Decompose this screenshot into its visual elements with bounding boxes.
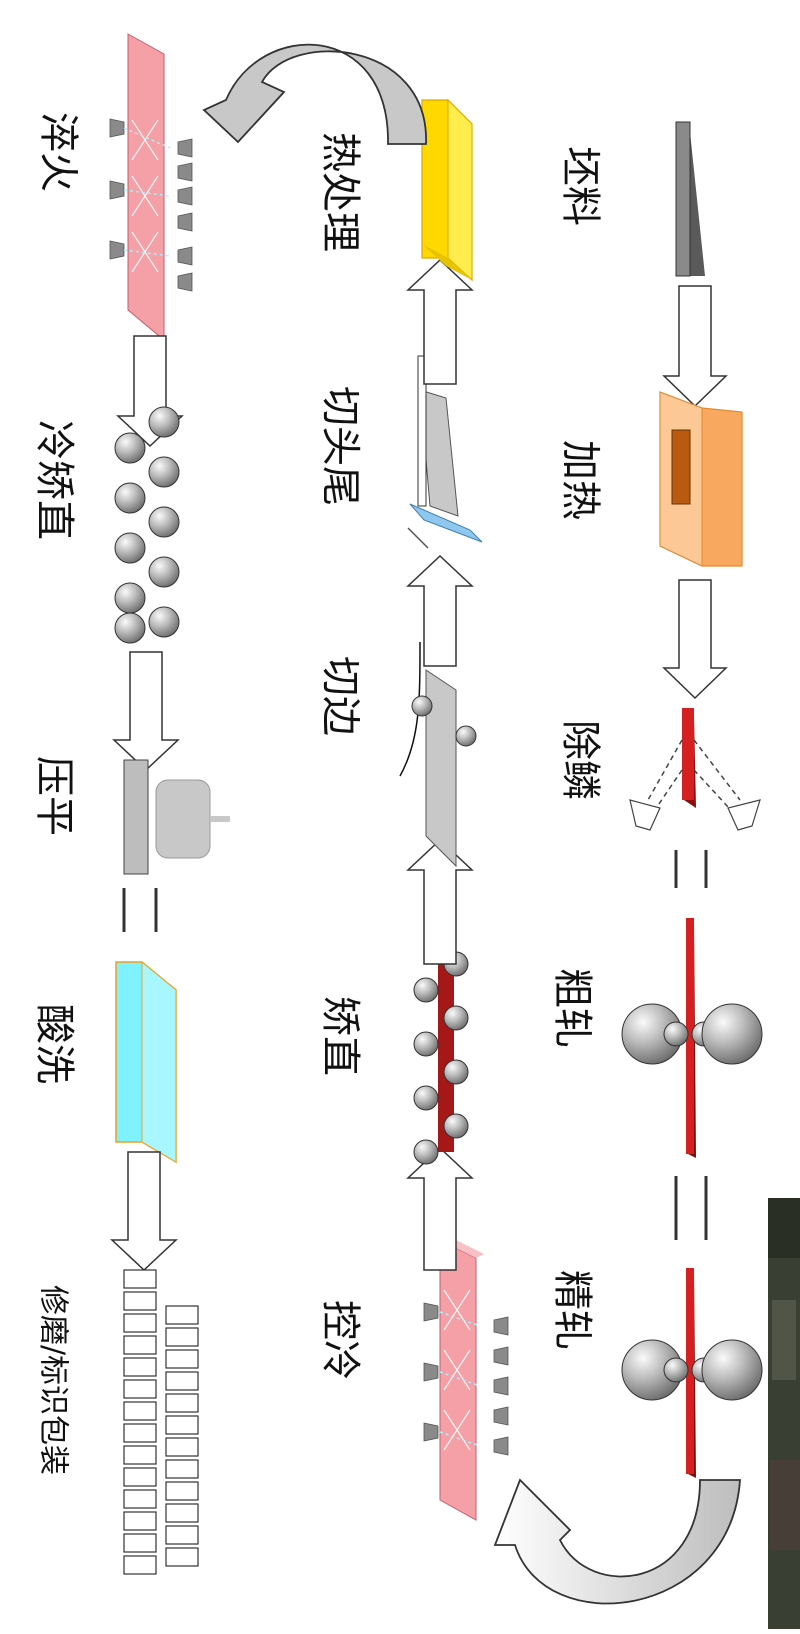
roll-icon: [701, 1003, 763, 1065]
roll-icon: [663, 1021, 689, 1047]
roll-icon: [701, 1339, 763, 1401]
step-label-billet: 坯料: [557, 146, 603, 226]
step-label-flattening: 压平: [31, 756, 77, 836]
u-turn-arrow-icon: [202, 43, 427, 145]
crop-shear-unit: [407, 355, 483, 549]
cold-straightener-unit: [114, 406, 180, 644]
roll-icon: [663, 1357, 689, 1383]
flow-arrow-icon: [406, 554, 474, 667]
press-icon: [155, 779, 230, 859]
heat-treatment-furnace: [421, 98, 473, 282]
straightener-unit: [413, 946, 469, 1165]
step-label-finish-rolling: 精轧: [549, 1270, 595, 1350]
furnace-block: [659, 391, 743, 567]
flow-arrow-icon: [112, 651, 180, 772]
rough-rolling-stand: [621, 918, 763, 1158]
flattening-unit: [123, 759, 230, 875]
roll-icon: [455, 725, 477, 747]
plate-stack-left: [123, 1269, 157, 1575]
flow-arrow-icon: [406, 838, 474, 965]
flow-arrow-icon: [662, 285, 728, 408]
u-turn-arrow-icon: [493, 1478, 741, 1605]
flow-gap-lines: [674, 850, 708, 1240]
step-label-controlled-cooling: 控冷: [317, 1300, 363, 1380]
blade-icon: [409, 503, 483, 543]
edge-trimmer-unit: [399, 641, 477, 868]
step-label-heat-treatment: 热处理: [317, 132, 363, 252]
billet-block: [675, 121, 705, 277]
step-label-rough-rolling: 粗轧: [549, 968, 595, 1048]
controlled-cooling-unit: [423, 1236, 509, 1521]
flow-gap-lines: [122, 888, 158, 932]
roll-icon: [411, 695, 433, 717]
roll-icon: [114, 406, 180, 644]
middle-column-labels: 热处理 切头尾 切边 矫直 控冷: [317, 132, 363, 1380]
descaling-unit: [629, 708, 761, 831]
step-label-descaling: 除鳞: [557, 720, 603, 800]
step-label-grinding-marking-packaging: 修磨/标识包装: [36, 1285, 71, 1475]
flow-arrow-icon: [110, 1151, 178, 1272]
step-label-edge-trim: 切边: [317, 656, 363, 736]
quenching-unit: [109, 33, 193, 342]
step-label-cold-straightening: 冷矫直: [31, 420, 77, 540]
plate-stack-right: [165, 1305, 199, 1567]
photo-strip: [768, 1198, 800, 1629]
flow-arrow-icon: [406, 258, 474, 385]
finish-rolling-stand: [621, 1268, 763, 1478]
step-label-heating: 加热: [557, 440, 603, 520]
packaged-plate-stacks: [123, 1269, 199, 1575]
pickling-tank: [115, 960, 177, 1164]
flow-arrow-icon: [662, 579, 728, 700]
step-label-pickling: 酸洗: [31, 1004, 77, 1084]
right-column-labels: 坯料 加热 除鳞 粗轧 精轧: [549, 146, 603, 1350]
roll-icon: [413, 951, 469, 1165]
step-label-quenching: 淬火: [35, 112, 81, 192]
step-label-straightening: 矫直: [317, 996, 363, 1076]
step-label-crop-cut: 切头尾: [317, 386, 363, 506]
left-column-labels: 淬火 冷矫直 压平 酸洗 修磨/标识包装: [31, 112, 81, 1475]
flow-arrow-icon: [406, 1146, 474, 1271]
